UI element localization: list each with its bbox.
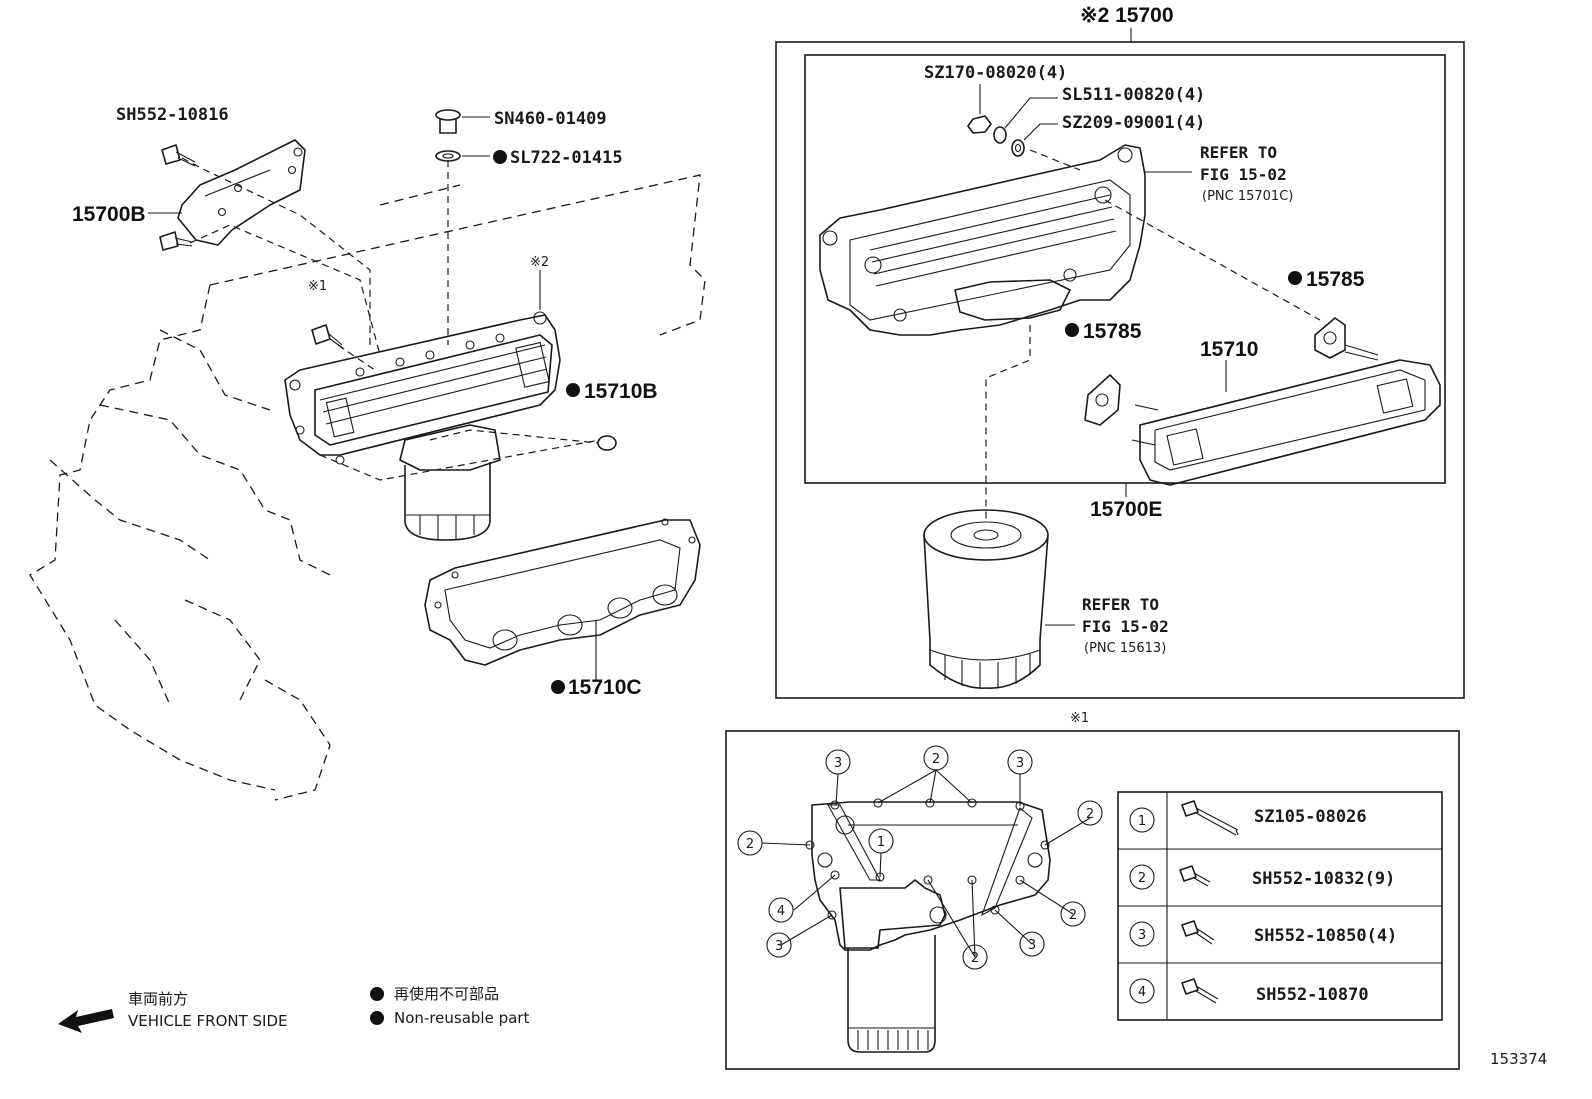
bolt-table-row-1-num: 1 xyxy=(1138,814,1146,829)
bolt-15700b-lower xyxy=(159,231,193,251)
label-sz170-08020: SZ170-08020(4) xyxy=(924,63,1067,83)
right-assembly-leaders xyxy=(985,149,1321,626)
plug-sn460 xyxy=(435,109,461,134)
bolt-table-row-2-num: 2 xyxy=(1138,871,1146,886)
label-detail-mark-1: ※1 xyxy=(1070,711,1089,726)
gasket-15785-right xyxy=(1314,317,1379,361)
legend-nonreuse-dot-en xyxy=(370,1011,384,1025)
detail-number-3-bottom-left: 3 xyxy=(766,932,792,958)
detail-number-1: 1 xyxy=(868,828,894,854)
svg-text:3: 3 xyxy=(834,756,842,771)
label-assembly-15700: ※2 15700 xyxy=(1080,4,1174,27)
label-15700e: 15700E xyxy=(1090,498,1162,521)
svg-text:3: 3 xyxy=(775,939,783,954)
label-15710b: 15710B xyxy=(584,380,658,403)
bolt-table-row-3-part: SH552-10850(4) xyxy=(1254,926,1397,946)
detail-number-2-bottom: 2 xyxy=(962,944,988,970)
label-sn460-01409: SN460-01409 xyxy=(494,109,607,129)
label-mark-1: ※1 xyxy=(308,279,327,294)
bolt-table-row-4-part: SH552-10870 xyxy=(1256,985,1369,1005)
refer-note-2-line3: (PNC 15613) xyxy=(1084,641,1166,656)
label-15785-left: 15785 xyxy=(1083,320,1142,343)
diagram-id: 153374 xyxy=(1490,1050,1547,1068)
svg-text:2: 2 xyxy=(746,837,754,852)
bolt-table-row-1: 1 SZ105-08026 xyxy=(1129,800,1367,836)
assembly-box xyxy=(775,41,1465,699)
label-sz209-09001: SZ209-09001(4) xyxy=(1062,113,1205,133)
bracket-15700b xyxy=(177,139,306,246)
label-15785-right: 15785 xyxy=(1306,268,1365,291)
bolt-table-row-3-num: 3 xyxy=(1138,928,1146,943)
nonreuse-dot-sl722 xyxy=(493,150,507,164)
label-sl511-00820: SL511-00820(4) xyxy=(1062,85,1205,105)
legend-nonreuse-en: Non-reusable part xyxy=(394,1009,529,1027)
detail-leaders xyxy=(761,769,1091,958)
bolt-table-row-3: 3 SH552-10850(4) xyxy=(1129,920,1397,947)
nonreuse-dot-15710c xyxy=(551,680,565,694)
label-sl722-01415: SL722-01415 xyxy=(510,148,623,168)
o-ring-15710b xyxy=(597,435,617,451)
svg-text:1: 1 xyxy=(877,835,885,850)
svg-text:2: 2 xyxy=(932,752,940,767)
bolt-table xyxy=(1117,791,1443,1021)
gasket-15710c xyxy=(424,518,701,666)
bolt-table-row-4: 4 SH552-10870 xyxy=(1129,978,1369,1005)
detail-number-3-top-right: 3 xyxy=(1007,749,1033,775)
detail-number-3-bottom-right: 3 xyxy=(1019,931,1045,957)
svg-text:3: 3 xyxy=(1028,938,1036,953)
cooler-housing xyxy=(819,144,1146,336)
legend-front-jp: 車両前方 xyxy=(128,990,188,1008)
oil-filter-15613 xyxy=(923,509,1049,689)
detail-number-4: 4 xyxy=(768,897,794,923)
bolt-sh552-10816 xyxy=(161,144,196,167)
vehicle-front-arrow-icon xyxy=(58,1009,114,1033)
cooler-element-15710 xyxy=(1131,359,1441,486)
oil-filter-installed xyxy=(404,462,491,541)
refer-note-2-line1: REFER TO xyxy=(1082,595,1159,614)
engine-block-outline xyxy=(29,174,706,801)
nonreuse-dot-15785-left xyxy=(1065,323,1079,337)
subassembly-box xyxy=(804,54,1446,484)
bolt-table-row-4-num: 4 xyxy=(1138,985,1146,1000)
detail-number-2-right-bottom: 2 xyxy=(1060,901,1086,927)
svg-text:2: 2 xyxy=(1086,807,1094,822)
nonreuse-dot-15785-right xyxy=(1288,271,1302,285)
refer-note-2-line2: FIG 15-02 xyxy=(1082,617,1169,636)
svg-text:2: 2 xyxy=(1069,908,1077,923)
left-leaders xyxy=(148,116,601,680)
label-sh552-10816: SH552-10816 xyxy=(116,105,229,125)
legend-front-en: VEHICLE FRONT SIDE xyxy=(128,1012,288,1030)
legend-nonreuse-jp: 再使用不可部品 xyxy=(394,985,499,1003)
refer-note-1-line2: FIG 15-02 xyxy=(1200,165,1287,184)
detail-number-2-right-top: 2 xyxy=(1077,800,1103,826)
detail-number-2-top: 2 xyxy=(923,745,949,771)
bolt-table-row-2: 2 SH552-10832(9) xyxy=(1129,864,1395,890)
label-mark-2: ※2 xyxy=(530,255,549,270)
refer-note-1-line3: (PNC 15701C) xyxy=(1202,189,1293,204)
bolt-table-row-2-part: SH552-10832(9) xyxy=(1252,869,1395,889)
label-15710: 15710 xyxy=(1200,338,1258,361)
legend-nonreuse-dot-jp xyxy=(370,987,384,1001)
label-15710c: 15710C xyxy=(568,676,642,699)
gasket-15785-left xyxy=(1084,374,1121,426)
detail-number-2-left: 2 xyxy=(737,830,763,856)
nonreuse-dot-15710b xyxy=(566,383,580,397)
bolt-table-row-1-part: SZ105-08026 xyxy=(1254,807,1367,827)
svg-text:4: 4 xyxy=(777,904,785,919)
oil-cooler-installed xyxy=(284,311,561,471)
label-15700b: 15700B xyxy=(72,203,146,226)
refer-note-1-line1: REFER TO xyxy=(1200,143,1277,162)
fasteners-15700 xyxy=(967,84,1058,157)
detail-housing-outline xyxy=(805,798,1051,1053)
detail-box xyxy=(725,730,1460,1070)
svg-text:3: 3 xyxy=(1016,756,1024,771)
washer-sl722 xyxy=(435,150,461,162)
svg-text:2: 2 xyxy=(971,951,979,966)
detail-number-3-top-left: 3 xyxy=(825,749,851,775)
